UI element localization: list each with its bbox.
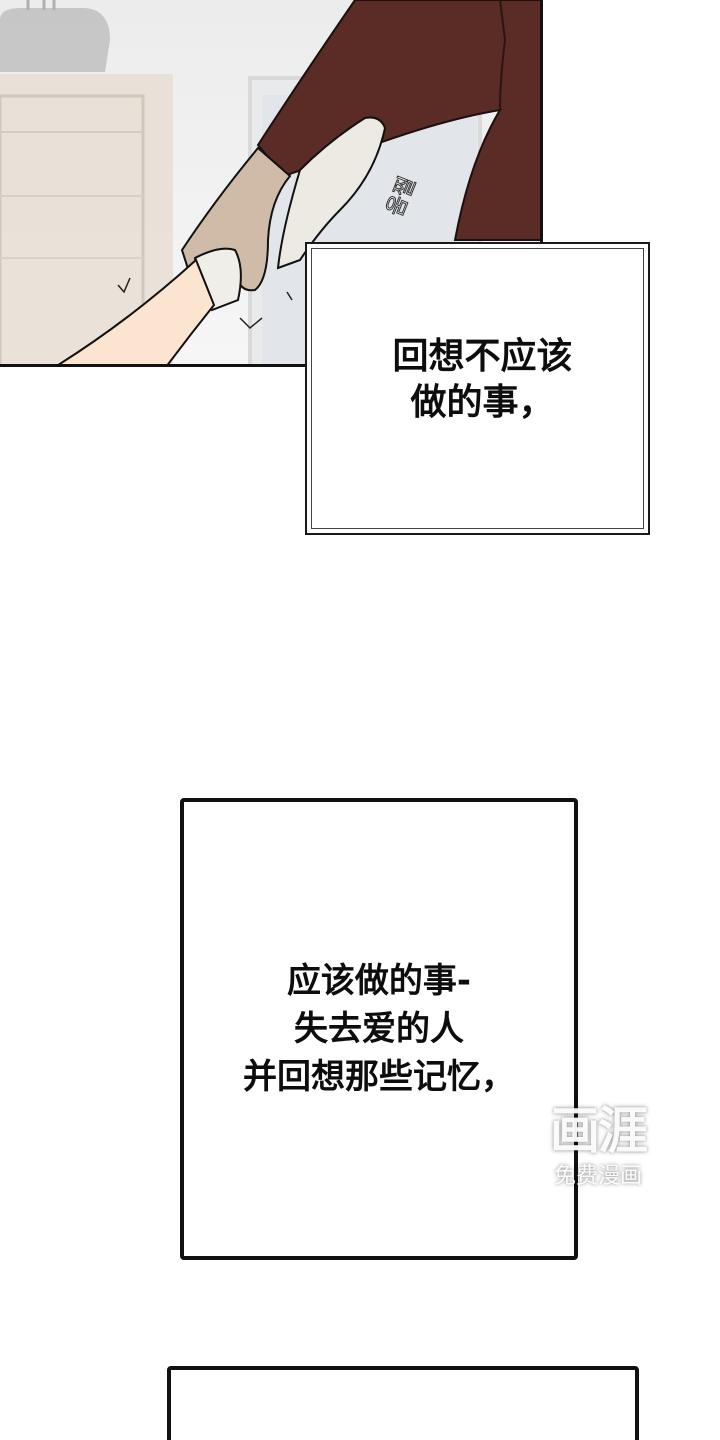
caption-2-text: 应该做的事- 失去爱的人 并回想那些记忆， [243, 961, 515, 1097]
caption-box-1-inner-border: 回想不应该 做的事， [311, 248, 644, 529]
caption-1-text: 回想不应该 做的事， [392, 335, 573, 423]
caption-box-3 [167, 1366, 639, 1440]
caption-box-2: 应该做的事- 失去爱的人 并回想那些记忆， [180, 798, 578, 1260]
caption-box-1: 回想不应该 做的事， [305, 242, 650, 535]
